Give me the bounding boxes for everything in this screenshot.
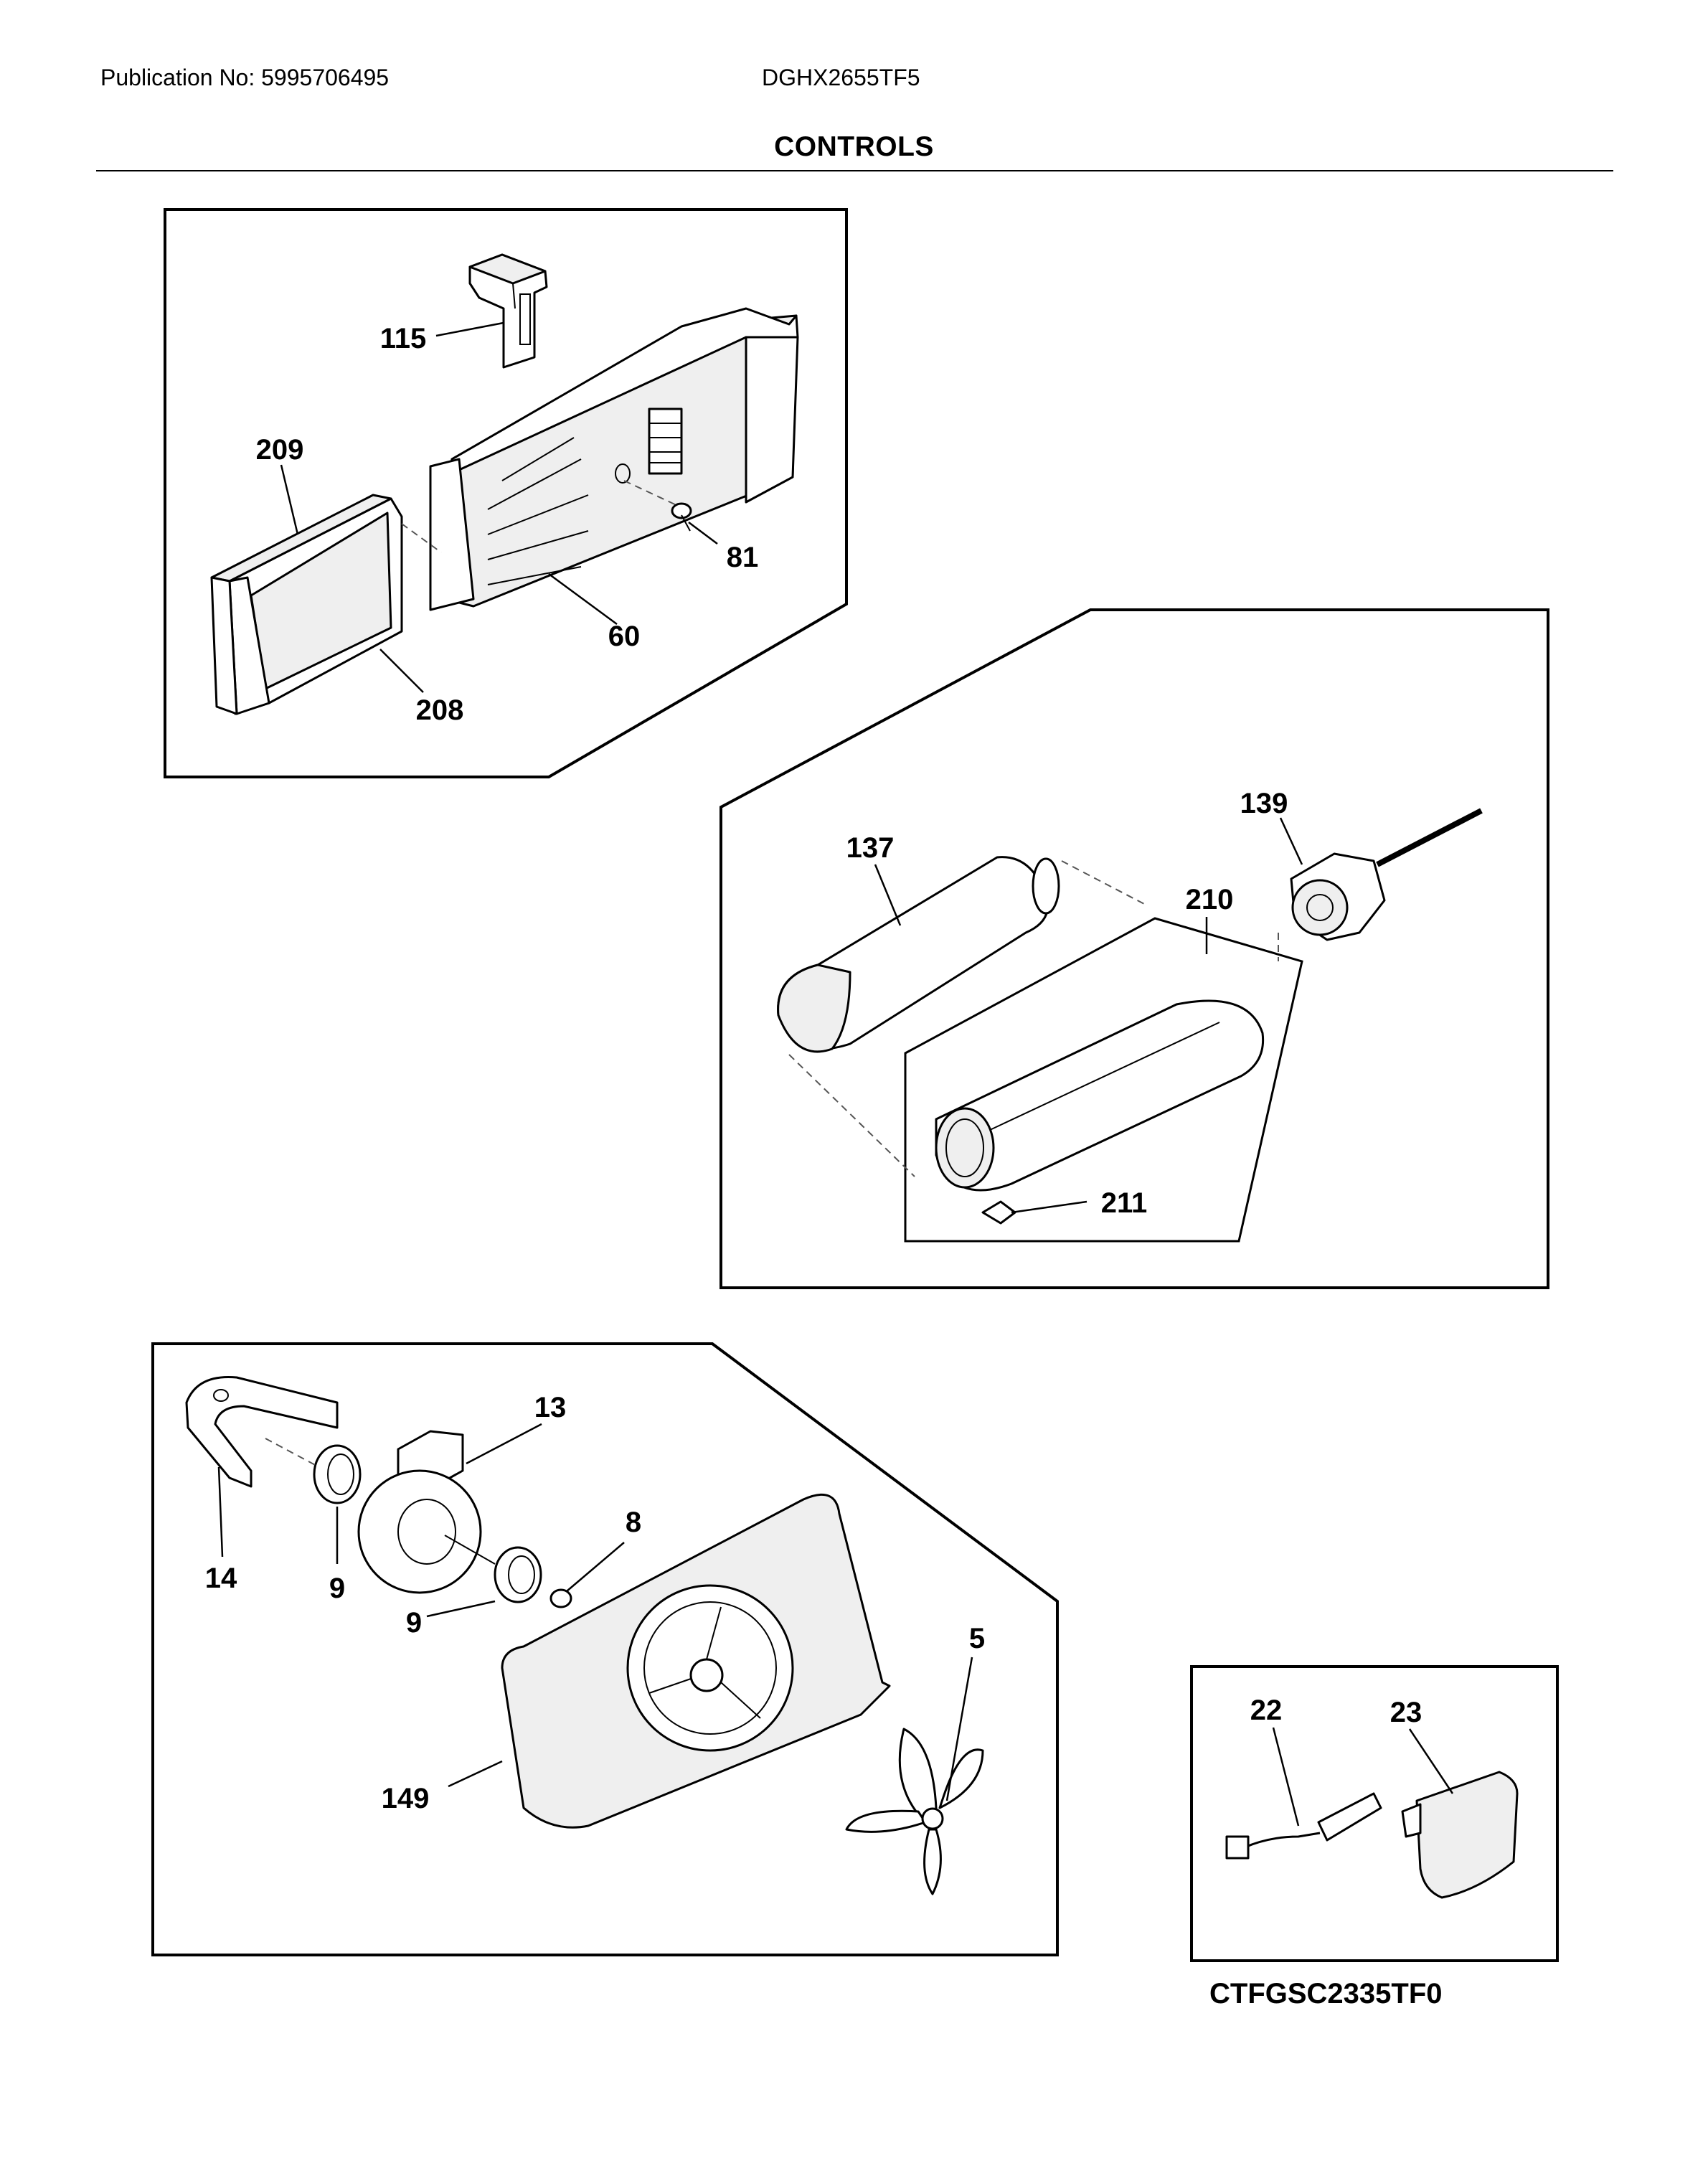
- callout-9-upper: 9: [329, 1573, 345, 1604]
- part-208-filter-frame: [228, 497, 403, 715]
- panel-light-assembly-frame: [1190, 1665, 1559, 1962]
- model-number: DGHX2655TF5: [762, 65, 920, 90]
- callout-labels: 115 209 81 60 208 139 137 210 211 13 8 1…: [205, 323, 1422, 1814]
- callout-210: 210: [1186, 884, 1234, 915]
- part-139-valve: [1290, 808, 1483, 941]
- callout-81: 81: [727, 542, 759, 573]
- part-209-filter-media: [210, 494, 392, 715]
- callout-8: 8: [626, 1507, 641, 1538]
- part-211-clip: [981, 1200, 1016, 1225]
- part-9-grommet-upper: [313, 1444, 362, 1504]
- part-115-connector: [468, 253, 548, 369]
- panel-fan-assembly-frame: [151, 1342, 1059, 1956]
- panel-water-filter-frame: [719, 608, 1549, 1289]
- page-title: CONTROLS: [774, 131, 934, 162]
- part-22-harness: [1225, 1792, 1382, 1860]
- callout-60: 60: [608, 621, 641, 652]
- callout-115: 115: [380, 323, 427, 354]
- panel-air-filter-frame: [164, 208, 848, 778]
- part-13-fan-motor: [265, 1430, 496, 1594]
- panel-light-assembly: [1190, 1665, 1559, 1962]
- callout-208: 208: [416, 694, 464, 726]
- part-81-screw: [623, 480, 692, 532]
- panel-air-filter: [164, 208, 848, 778]
- part-9-grommet-lower: [494, 1546, 542, 1603]
- callout-139: 139: [1240, 788, 1288, 819]
- callout-9-lower: 9: [406, 1607, 422, 1639]
- callout-23: 23: [1390, 1697, 1422, 1728]
- callout-5: 5: [969, 1623, 985, 1654]
- part-149-fan-shroud: [501, 1493, 891, 1829]
- panel-fan-assembly: [151, 1342, 1059, 1956]
- callout-22: 22: [1250, 1695, 1283, 1726]
- leader-lines: [217, 321, 1454, 1827]
- vent-slots: [648, 407, 683, 475]
- part-137-filter-cartridge: [777, 856, 1145, 1053]
- callout-149: 149: [382, 1783, 430, 1814]
- panel-water-filter: [719, 608, 1549, 1289]
- part-5-fan-blade: [845, 1728, 984, 1895]
- part-23-lens-cover: [1401, 1771, 1519, 1899]
- callout-211: 211: [1101, 1187, 1148, 1219]
- header-divider: [96, 170, 1613, 171]
- part-60-filter-housing: [429, 307, 799, 611]
- part-8-washer: [549, 1588, 572, 1608]
- callout-137: 137: [846, 832, 895, 864]
- part-14-bracket: [185, 1375, 339, 1488]
- publication-number: Publication No: 5995706495: [100, 65, 390, 90]
- part-210-filter-housing: [788, 933, 1279, 1192]
- callout-14: 14: [205, 1563, 237, 1594]
- callout-13: 13: [534, 1392, 567, 1423]
- callout-209: 209: [256, 434, 304, 466]
- part-210-housing-outline: [904, 917, 1303, 1243]
- drawing-code: CTFGSC2335TF0: [1209, 1978, 1443, 2009]
